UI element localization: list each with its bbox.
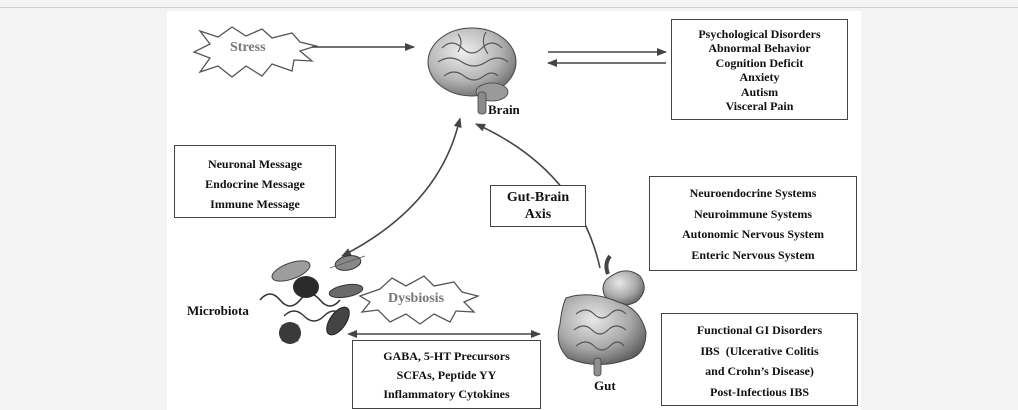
gut-label: Gut [594, 378, 616, 394]
gut-image [558, 256, 646, 376]
outcome-item: Autism [672, 85, 847, 99]
disorder-item: Post-Infectious IBS [662, 382, 857, 403]
system-item: Enteric Nervous System [650, 245, 856, 266]
disorder-item: Functional GI Disorders [662, 320, 857, 341]
system-item: Neuroendocrine Systems [650, 183, 856, 204]
brain-microbiota-curved-arrow [342, 126, 458, 256]
disorders-box: Functional GI Disorders IBS (Ulcerative … [661, 313, 858, 406]
disorder-item: IBS (Ulcerative Colitis [662, 341, 857, 362]
message-item: Neuronal Message [175, 154, 335, 174]
outcome-item: Visceral Pain [672, 99, 847, 113]
microbiota-label: Microbiota [187, 303, 249, 319]
outcome-item: Psychological Disorders [672, 27, 847, 41]
brain-label: Brain [488, 102, 520, 118]
microbiota-image [260, 253, 365, 344]
axis-line: Axis [491, 206, 585, 223]
gut-brain-axis-box: Gut-Brain Axis [490, 185, 586, 227]
metabolites-box: GABA, 5-HT Precursors SCFAs, Peptide YY … [352, 340, 541, 409]
axis-line: Gut-Brain [491, 189, 585, 206]
outcome-item: Abnormal Behavior [672, 41, 847, 55]
stress-label: Stress [230, 40, 266, 56]
outcome-item: Cognition Deficit [672, 56, 847, 70]
system-item: Autonomic Nervous System [650, 224, 856, 245]
disorder-item: and Crohn’s Disease) [662, 361, 857, 382]
outcome-item: Anxiety [672, 70, 847, 84]
metabolite-item: SCFAs, Peptide YY [353, 366, 540, 385]
metabolite-item: Inflammatory Cytokines [353, 385, 540, 404]
system-item: Neuroimmune Systems [650, 204, 856, 225]
messages-box: Neuronal Message Endocrine Message Immun… [174, 145, 336, 218]
systems-box: Neuroendocrine Systems Neuroimmune Syste… [649, 176, 857, 271]
metabolite-item: GABA, 5-HT Precursors [353, 347, 540, 366]
dysbiosis-label: Dysbiosis [388, 291, 444, 307]
outcomes-box: Psychological Disorders Abnormal Behavio… [671, 19, 848, 120]
message-item: Endocrine Message [175, 174, 335, 194]
message-item: Immune Message [175, 194, 335, 214]
